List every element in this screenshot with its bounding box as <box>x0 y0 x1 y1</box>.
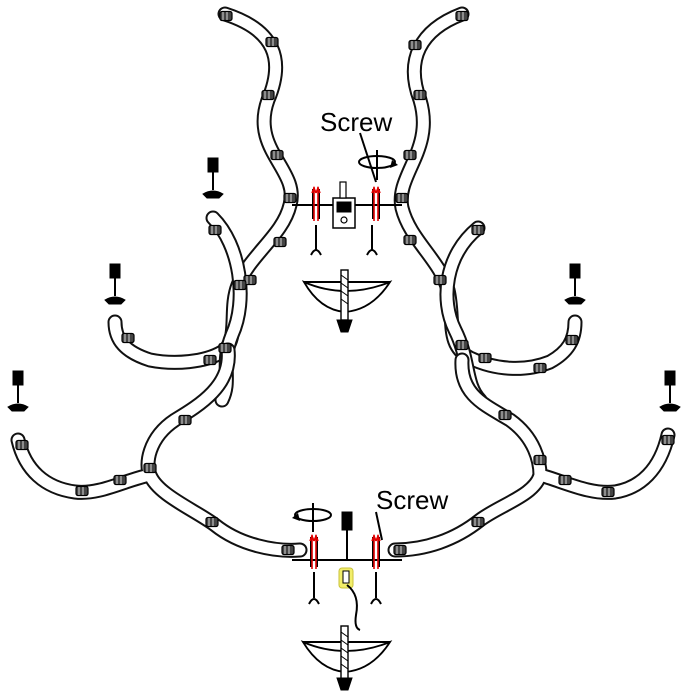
arm-lower-left <box>10 342 308 558</box>
socket-icon <box>7 370 29 412</box>
arm-top-right <box>393 6 583 376</box>
screw-label-top: Screw <box>320 107 392 137</box>
screw-marker-left <box>309 534 319 570</box>
bottom-hub <box>292 503 402 631</box>
arm-lower-right <box>387 352 676 558</box>
socket-icon <box>202 157 224 199</box>
top-hub <box>292 132 402 256</box>
screw-label-bottom: Screw <box>376 485 448 515</box>
socket-icon <box>659 370 681 412</box>
socket-icon <box>564 263 586 305</box>
rotation-arrow-icon <box>292 503 332 532</box>
screw-marker-right <box>371 534 381 570</box>
arm-top-left <box>107 6 299 370</box>
socket-icon <box>104 263 126 305</box>
top-bobeche-bowl <box>301 269 393 333</box>
bottom-bobeche-bowl <box>300 625 393 691</box>
rotation-arrow-icon <box>358 150 398 180</box>
